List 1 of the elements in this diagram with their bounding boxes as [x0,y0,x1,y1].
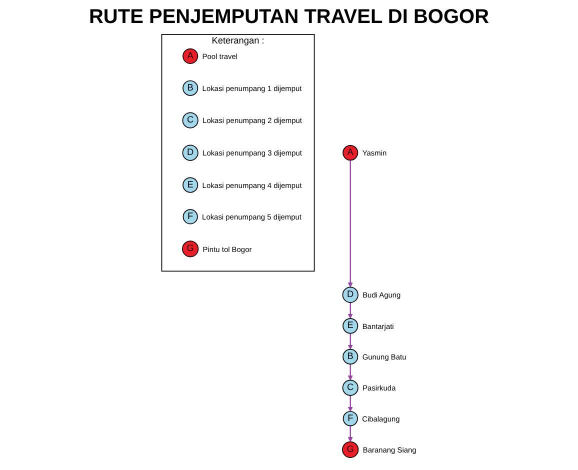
diagram-title: RUTE PENJEMPUTAN TRAVEL DI BOGOR [88,6,490,29]
